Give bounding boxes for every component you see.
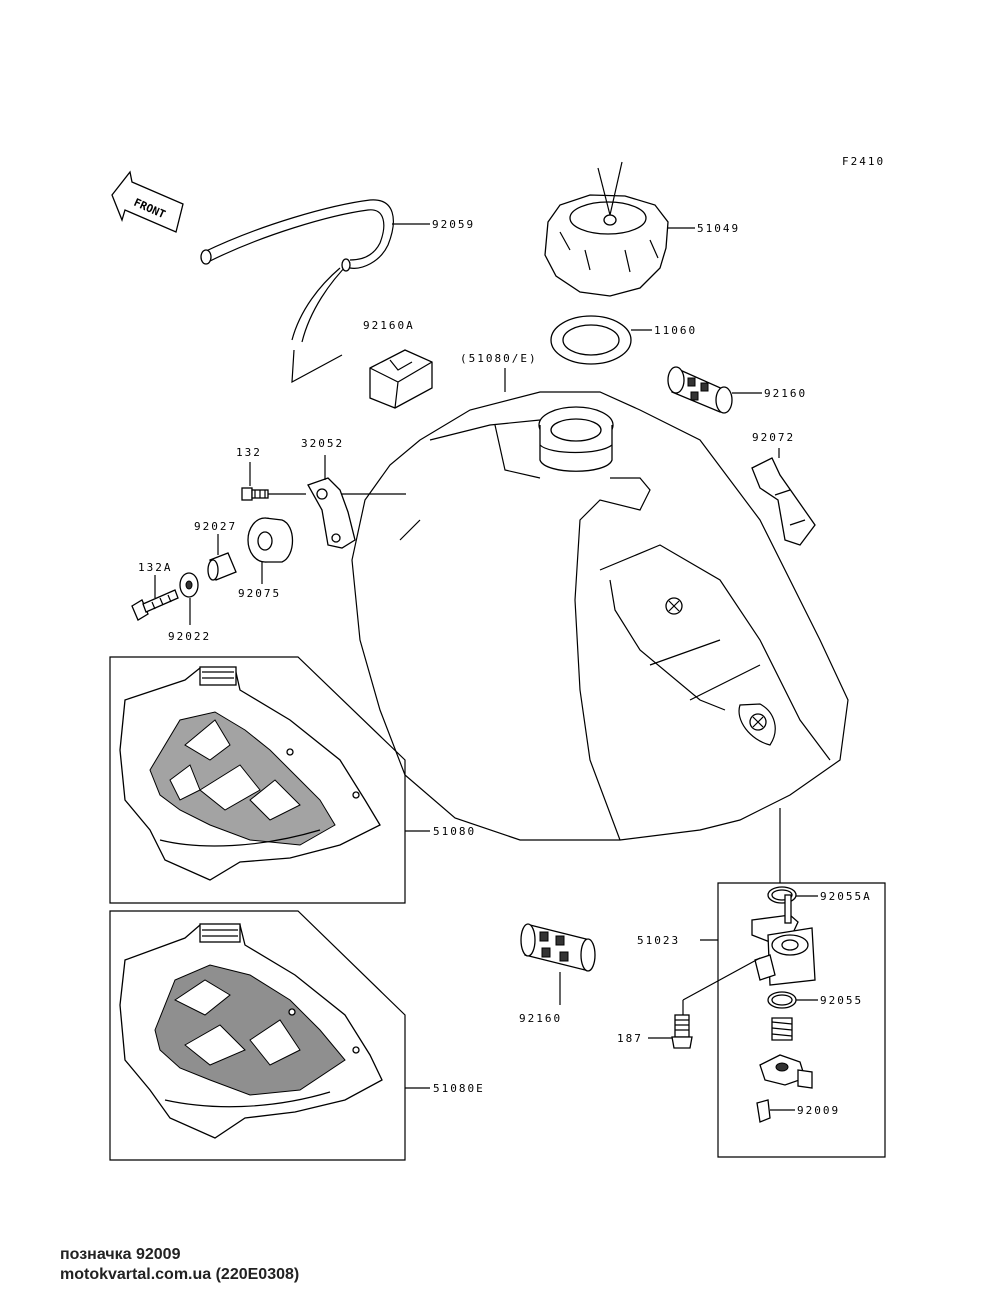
label-rubber-damper: 92075 [238, 587, 281, 600]
tank-51080e-box [109, 910, 406, 1161]
label-tank-51080e: 51080E [433, 1082, 485, 1095]
label-filter-top: 92160 [764, 387, 807, 400]
label-screw: 92009 [797, 1104, 840, 1117]
damper-a [369, 349, 433, 409]
footer-caption: позначка 92009 [60, 1246, 181, 1263]
front-arrow-icon: FRONT [111, 170, 184, 233]
label-bracket: 32052 [301, 437, 344, 450]
label-bolt-132a: 132A [138, 561, 173, 574]
washer [179, 572, 199, 598]
label-bolt-132: 132 [236, 446, 262, 459]
fuel-filter-bottom [520, 923, 596, 972]
bolt-132 [241, 487, 269, 501]
footer-source: motokvartal.com.ua (220E0308) [60, 1266, 300, 1283]
fuel-tank [351, 391, 849, 841]
fuel-filter-top [667, 366, 733, 414]
bolt-187 [671, 1014, 693, 1049]
label-collar: 92027 [194, 520, 237, 533]
label-fuel-cock: 51023 [637, 934, 680, 947]
label-filter-bottom: 92160 [519, 1012, 562, 1025]
cap-gasket [550, 315, 632, 365]
tank-51080-box [109, 656, 406, 904]
bolt-132a [131, 589, 179, 621]
tank-strap [751, 457, 816, 546]
tank-bracket [307, 477, 356, 549]
label-tank-51080: 51080 [433, 825, 476, 838]
rubber-damper [247, 517, 294, 563]
label-cap: 51049 [697, 222, 740, 235]
label-oring: 92055 [820, 994, 863, 1007]
label-oring-a: 92055A [820, 890, 872, 903]
label-hose: 92059 [432, 218, 475, 231]
fuel-cock-assembly [717, 808, 886, 1158]
label-tank-ref: (51080/E) [460, 352, 538, 365]
collar [207, 552, 237, 581]
label-strap: 92072 [752, 431, 795, 444]
label-bolt-187: 187 [617, 1032, 643, 1045]
fuel-hose [200, 199, 394, 384]
label-damper-a: 92160A [363, 319, 415, 332]
fuel-cap [544, 161, 669, 297]
label-gasket: 11060 [654, 324, 697, 337]
figure-code: F2410 [842, 155, 885, 168]
label-washer: 92022 [168, 630, 211, 643]
